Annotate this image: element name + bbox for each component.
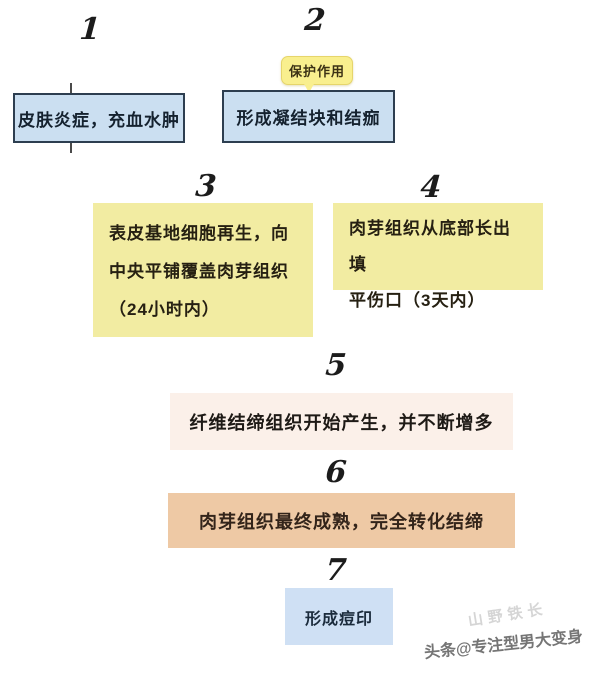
- step-1-number: 1: [78, 12, 102, 47]
- connector-tick-top: [70, 83, 72, 93]
- connector-tick-bottom: [70, 143, 72, 153]
- step-2-number: 2: [303, 3, 327, 38]
- step-6-box: 肉芽组织最终成熟，完全转化结缔: [168, 493, 515, 548]
- step-6-text: 肉芽组织最终成熟，完全转化结缔: [199, 511, 484, 532]
- step-7-box: 形成痘印: [285, 588, 393, 645]
- step-4-box: 肉芽组织从底部长出填 平伤口（3天内）: [333, 203, 543, 310]
- step-3-line-2: 中央平铺覆盖肉芽组织: [109, 262, 289, 281]
- step-2-box: 形成凝结块和结痂: [222, 90, 395, 143]
- step-2-text: 形成凝结块和结痂: [236, 109, 381, 128]
- step-5-number: 5: [324, 348, 348, 383]
- step-3-number: 3: [194, 169, 218, 204]
- step-3-line-1: 表皮基地细胞再生，向: [109, 224, 289, 243]
- watermark-text: 头条@专注型男大变身: [423, 628, 584, 662]
- step-3-box: 表皮基地细胞再生，向 中央平铺覆盖肉芽组织 （24小时内）: [93, 203, 313, 337]
- step-1-text: 皮肤炎症，充血水肿: [18, 110, 180, 130]
- step-5-box: 纤维结缔组织开始产生，并不断增多: [170, 393, 513, 450]
- step-3-line-3: （24小时内）: [109, 300, 220, 319]
- step-4-line-2: 平伤口（3天内）: [349, 291, 486, 310]
- step-7-number: 7: [324, 553, 348, 588]
- step-7-text: 形成痘印: [304, 610, 373, 628]
- callout-bubble: 保护作用: [281, 56, 353, 85]
- step-6-number: 6: [324, 455, 348, 490]
- step-5-text: 纤维结缔组织开始产生，并不断增多: [189, 412, 494, 433]
- step-4-number: 4: [419, 170, 443, 205]
- step-4-line-1: 肉芽组织从底部长出填: [349, 219, 511, 274]
- callout-tail-icon: [303, 82, 315, 93]
- callout-label: 保护作用: [288, 64, 345, 79]
- step-1-box: 皮肤炎症，充血水肿: [13, 93, 185, 143]
